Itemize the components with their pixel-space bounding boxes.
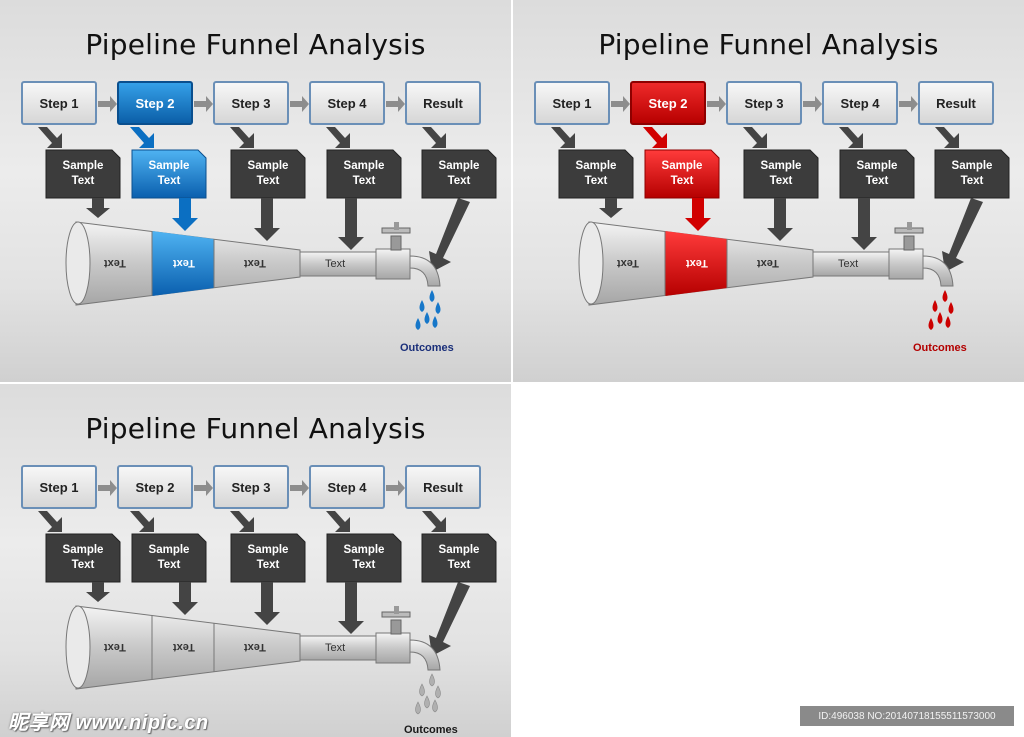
sample-text-tag: Sample Text — [438, 160, 480, 187]
sample-text-tag: Sample Text — [760, 160, 802, 187]
funnel-segment-label: Text — [244, 641, 266, 653]
step-1-box: Step 1 — [534, 81, 610, 125]
funnel-segment-label: Text — [104, 257, 126, 269]
result-box: Result — [405, 465, 481, 509]
image-id-bar: ID:496038 NO:20140718155511573000 — [800, 706, 1014, 726]
step-2-box: Step 2 — [117, 81, 193, 125]
sample-text-tag: Sample Text — [148, 544, 190, 571]
result-box: Result — [918, 81, 994, 125]
funnel-segment-label: Text — [757, 257, 779, 269]
sample-text-tag: Sample Text — [247, 160, 289, 187]
pipeline-graphic — [38, 96, 497, 330]
sample-text-tag: Sample Text — [438, 544, 480, 571]
funnel-segment-label: Text — [104, 641, 126, 653]
step-3-box: Step 3 — [213, 465, 289, 509]
funnel — [65, 221, 441, 306]
funnel-segment-label: Text — [173, 257, 195, 269]
page-title: Pipeline Funnel Analysis — [598, 28, 939, 61]
outcomes-label: Outcomes — [913, 342, 967, 354]
pipe-label: Text — [325, 642, 346, 654]
step-1-box: Step 1 — [21, 81, 97, 125]
diagram-panel-neutral: Pipeline Funnel Analysis Step 1 Step 2 S… — [0, 384, 511, 737]
diagram-panel-red: Pipeline Funnel Analysis Step 1 Step 2 S… — [513, 0, 1024, 382]
pipeline-graphic — [38, 480, 497, 715]
step-3-box: Step 3 — [213, 81, 289, 125]
sample-text-tag: Sample Text — [951, 160, 993, 187]
step-4-box: Step 4 — [822, 81, 898, 125]
outcomes-label: Outcomes — [400, 342, 454, 354]
funnel-segment-label: Text — [617, 257, 639, 269]
pipe-label: Text — [325, 258, 346, 270]
tag-shapes — [45, 149, 497, 199]
step-3-box: Step 3 — [726, 81, 802, 125]
sample-text-tag: Sample Text — [343, 160, 385, 187]
sample-text-tag: Sample Text — [575, 160, 617, 187]
funnel-segment-label: Text — [244, 257, 266, 269]
step-2-box: Step 2 — [117, 465, 193, 509]
result-box: Result — [405, 81, 481, 125]
diagram-panel-blue: Pipeline Funnel Analysis Step 1 Step 2 S… — [0, 0, 511, 382]
funnel-segment-label: Text — [686, 257, 708, 269]
step-1-box: Step 1 — [21, 465, 97, 509]
sample-text-tag: Sample Text — [62, 544, 104, 571]
pipeline-graphic — [551, 96, 1010, 330]
sample-text-tag: Sample Text — [343, 544, 385, 571]
funnel-segment-label: Text — [173, 641, 195, 653]
sample-text-tag: Sample Text — [247, 544, 289, 571]
outcomes-label: Outcomes — [404, 724, 458, 736]
sample-text-tag: Sample Text — [62, 160, 104, 187]
sample-text-tag: Sample Text — [661, 160, 703, 187]
highlight-arrow — [130, 127, 154, 148]
site-watermark: 昵享网 www.nipic.cn — [8, 712, 209, 734]
step-4-box: Step 4 — [309, 465, 385, 509]
page-title: Pipeline Funnel Analysis — [85, 412, 426, 445]
page-title: Pipeline Funnel Analysis — [85, 28, 426, 61]
sample-text-tag: Sample Text — [856, 160, 898, 187]
step-4-box: Step 4 — [309, 81, 385, 125]
step-2-box: Step 2 — [630, 81, 706, 125]
pipe-label: Text — [838, 258, 859, 270]
sample-text-tag: Sample Text — [148, 160, 190, 187]
